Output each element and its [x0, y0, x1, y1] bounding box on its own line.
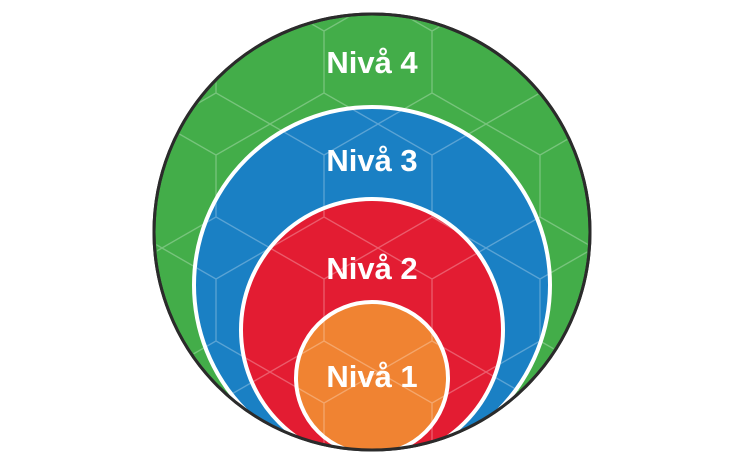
level-3-label: Nivå 3	[326, 143, 417, 178]
level-2-label: Nivå 2	[326, 251, 417, 286]
level-4-label: Nivå 4	[326, 45, 418, 80]
outer-outline	[152, 12, 592, 452]
level-1-pattern	[298, 304, 446, 450]
level-1-label: Nivå 1	[326, 359, 417, 394]
level-1-group	[294, 300, 450, 450]
